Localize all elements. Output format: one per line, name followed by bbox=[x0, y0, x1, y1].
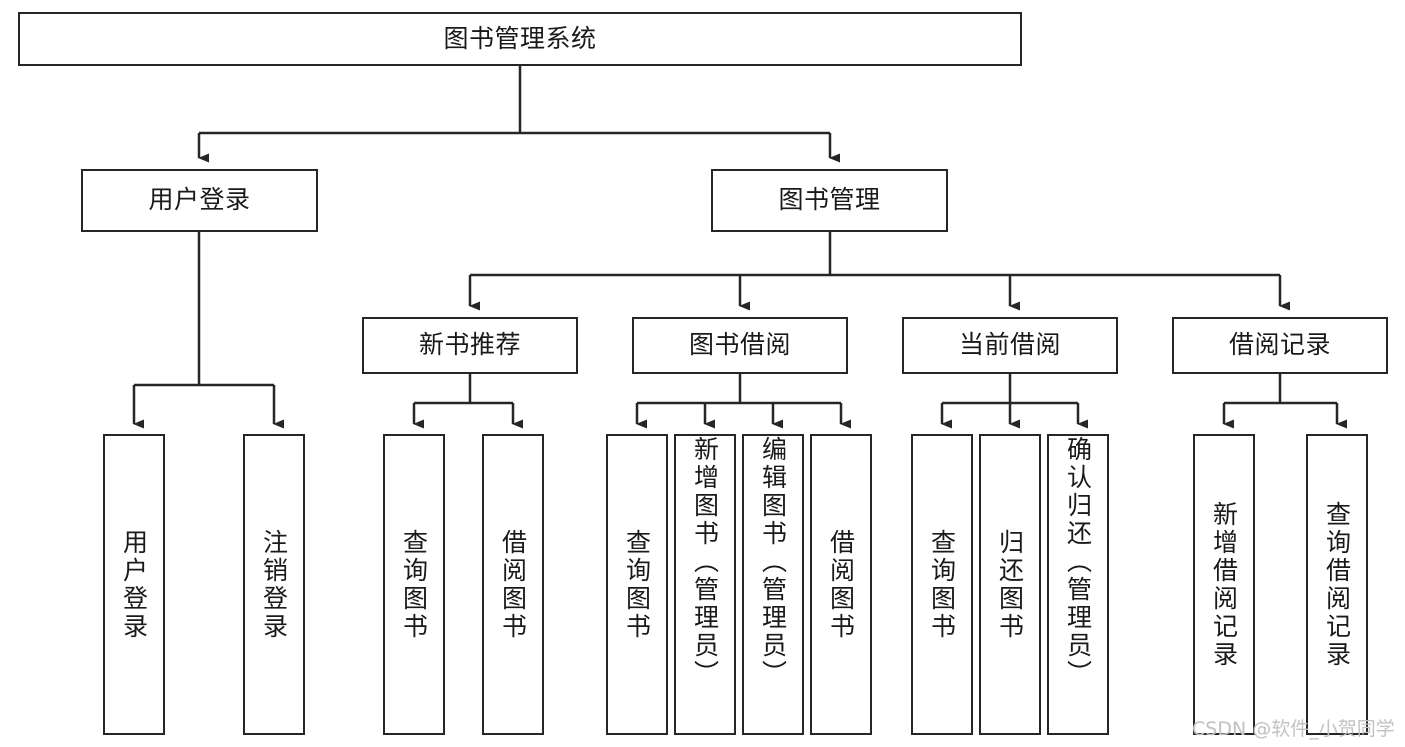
leaf-query-book-current[interactable]: 查询图书 bbox=[911, 434, 973, 735]
watermark-text: CSDN @软件_小贺同学 bbox=[1192, 718, 1395, 740]
node-label: 用户登录 bbox=[148, 185, 251, 215]
node-label: 编辑图书（管理员） bbox=[758, 436, 788, 688]
node-label: 图书借阅 bbox=[688, 330, 791, 360]
leaf-confirm-return-admin[interactable]: 确认归还（管理员） bbox=[1047, 434, 1109, 735]
node-label: 查询图书 bbox=[622, 528, 652, 641]
leaf-query-book-recommend[interactable]: 查询图书 bbox=[383, 434, 445, 735]
node-user-login[interactable]: 用户登录 bbox=[81, 169, 318, 232]
node-label: 借阅图书 bbox=[826, 528, 856, 641]
node-book-borrow[interactable]: 图书借阅 bbox=[632, 317, 848, 374]
node-label: 新书推荐 bbox=[418, 330, 521, 360]
node-label: 注销登录 bbox=[259, 528, 289, 641]
node-borrow-records[interactable]: 借阅记录 bbox=[1172, 317, 1388, 374]
node-label: 查询借阅记录 bbox=[1322, 500, 1352, 669]
node-label: 借阅图书 bbox=[498, 528, 528, 641]
leaf-edit-book-admin[interactable]: 编辑图书（管理员） bbox=[742, 434, 804, 735]
node-label: 查询图书 bbox=[399, 528, 429, 641]
node-new-book-recommend[interactable]: 新书推荐 bbox=[362, 317, 578, 374]
node-label: 图书管理 bbox=[778, 185, 881, 215]
node-label: 图书管理系统 bbox=[443, 23, 597, 53]
node-label: 借阅记录 bbox=[1228, 330, 1331, 360]
node-label: 当前借阅 bbox=[958, 330, 1061, 360]
leaf-user-logout[interactable]: 注销登录 bbox=[243, 434, 305, 735]
node-label: 用户登录 bbox=[119, 528, 149, 641]
leaf-user-login[interactable]: 用户登录 bbox=[103, 434, 165, 735]
leaf-query-borrow-record[interactable]: 查询借阅记录 bbox=[1306, 434, 1368, 735]
node-label: 查询图书 bbox=[927, 528, 957, 641]
leaf-borrow-book-recommend[interactable]: 借阅图书 bbox=[482, 434, 544, 735]
leaf-add-borrow-record[interactable]: 新增借阅记录 bbox=[1193, 434, 1255, 735]
node-book-management[interactable]: 图书管理 bbox=[711, 169, 948, 232]
leaf-add-book-admin[interactable]: 新增图书（管理员） bbox=[674, 434, 736, 735]
node-label: 新增借阅记录 bbox=[1209, 500, 1239, 669]
node-label: 归还图书 bbox=[995, 528, 1025, 641]
node-root-book-management-system[interactable]: 图书管理系统 bbox=[18, 12, 1022, 66]
node-label: 确认归还（管理员） bbox=[1063, 436, 1093, 688]
leaf-return-book[interactable]: 归还图书 bbox=[979, 434, 1041, 735]
leaf-borrow-book[interactable]: 借阅图书 bbox=[810, 434, 872, 735]
leaf-query-book-borrow[interactable]: 查询图书 bbox=[606, 434, 668, 735]
node-current-borrow[interactable]: 当前借阅 bbox=[902, 317, 1118, 374]
node-label: 新增图书（管理员） bbox=[690, 436, 720, 688]
